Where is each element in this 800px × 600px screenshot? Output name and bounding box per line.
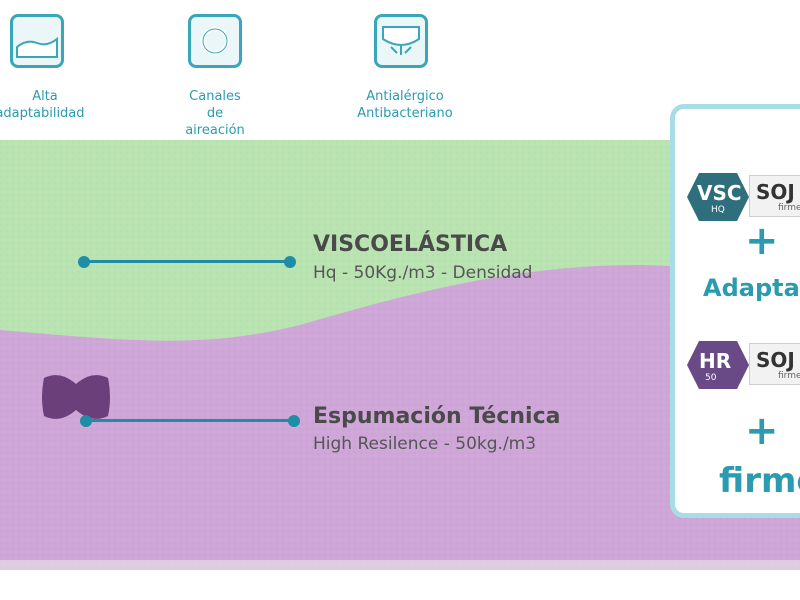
badge-sub: HQ xyxy=(711,205,725,215)
plus-sign: + xyxy=(745,218,779,264)
anti-bacterial-icon xyxy=(374,14,428,68)
hr-badge-icon xyxy=(687,341,749,389)
layer-subtitle: Hq - 50Kg./m3 - Densidad xyxy=(313,263,533,283)
brand-sub: firme xyxy=(778,203,800,213)
badge-code: VSC xyxy=(697,181,742,205)
brand-sub: firme xyxy=(778,371,800,381)
wave-comfort-icon xyxy=(10,14,64,68)
mattress-cross-section xyxy=(0,140,800,570)
vsc-badge-icon xyxy=(687,173,749,221)
air-channel-icon xyxy=(188,14,242,68)
brand-name: SOJ xyxy=(756,348,795,372)
panel-word: Adaptab xyxy=(703,274,800,302)
badge-sub: 50 xyxy=(705,373,717,383)
layer-subtitle: High Resilence - 50kg./m3 xyxy=(313,434,537,454)
brand-name: SOJ xyxy=(756,180,795,204)
feature-label: Canales xyxy=(189,89,241,104)
air-cutout-shape xyxy=(42,375,110,419)
feature-label: adaptabilidad xyxy=(0,106,85,121)
layer-title: Espumación Técnica xyxy=(313,404,561,429)
layer-summary-panel: VSC HQ SOJ firme + Adaptab HR 50 SOJ fir… xyxy=(670,104,800,518)
brand-tag: SOJ firme xyxy=(749,343,800,385)
feature-label: aireación xyxy=(185,123,245,138)
feature-label: Antialérgico xyxy=(366,89,444,104)
feature-label: Alta xyxy=(32,89,58,104)
feature-label: Antibacteriano xyxy=(357,106,453,121)
plus-sign: + xyxy=(745,408,779,454)
brand-tag: SOJ firme xyxy=(749,175,800,217)
panel-word: firme xyxy=(719,461,800,501)
feature-label: de xyxy=(206,106,224,121)
badge-code: HR xyxy=(699,349,732,373)
layer-title: VISCOELÁSTICA xyxy=(313,232,508,257)
